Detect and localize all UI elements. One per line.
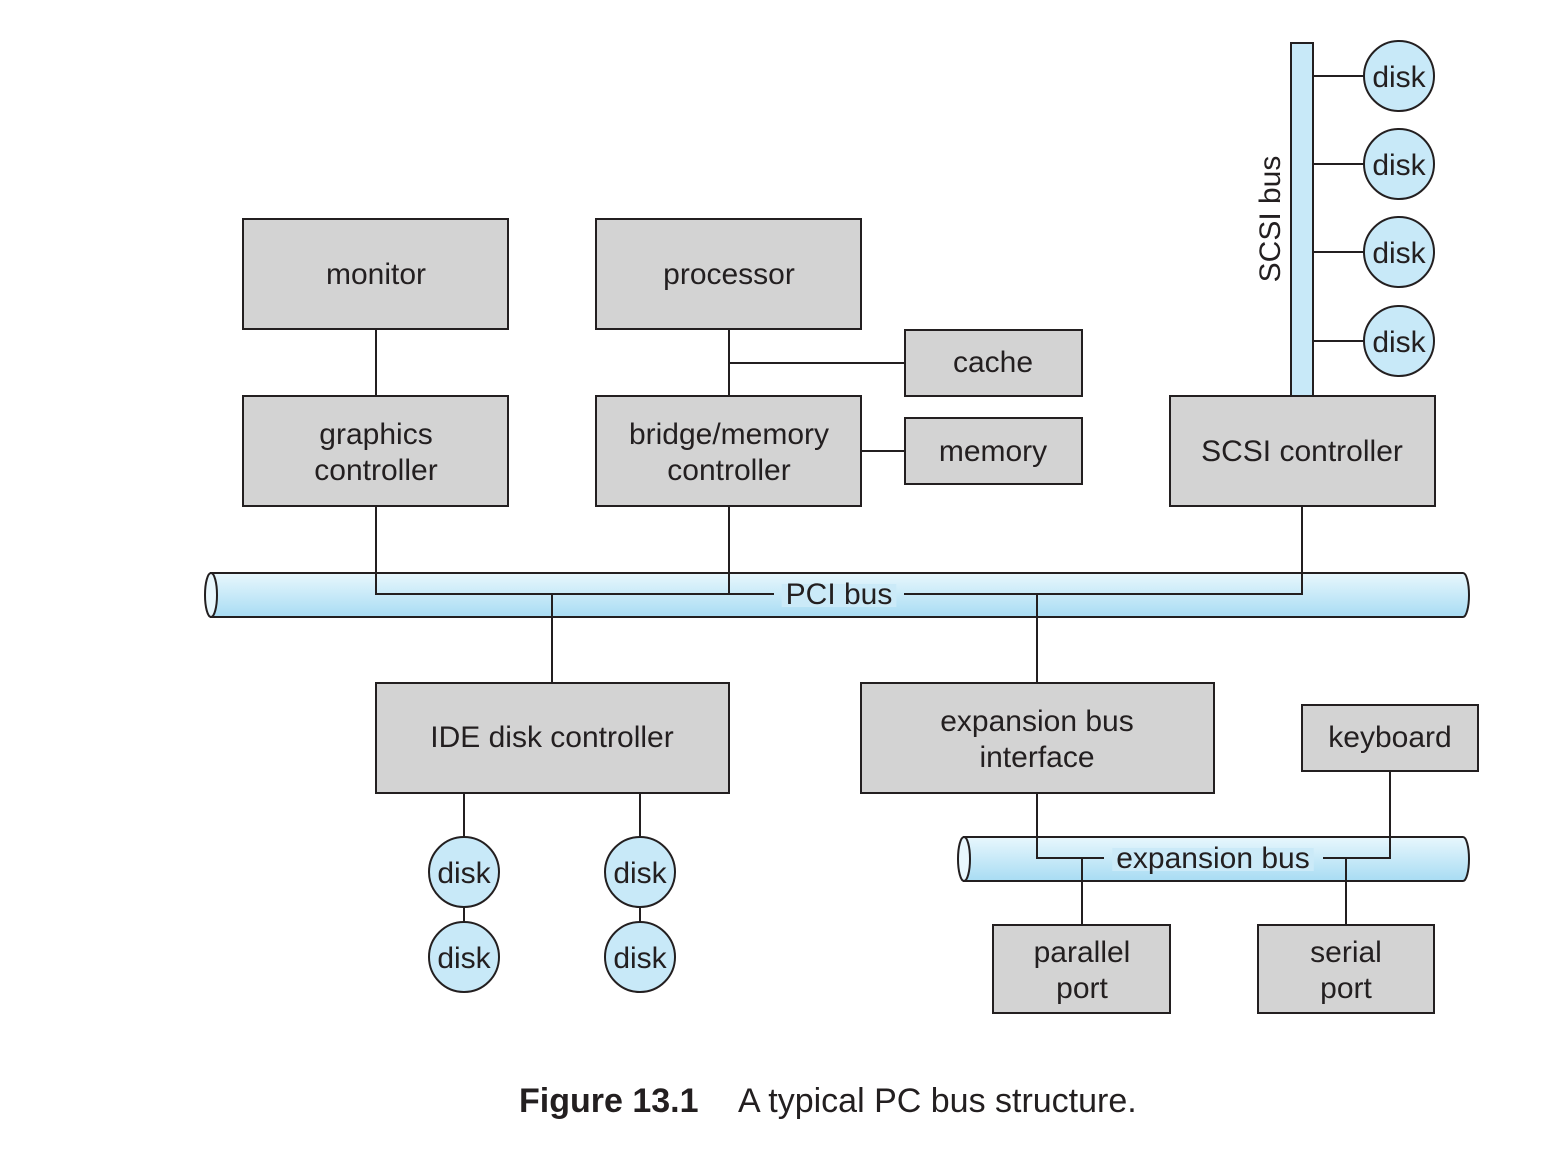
pci-bus-label: PCI bus xyxy=(786,578,893,611)
pci-bus-label-backing xyxy=(781,584,897,607)
serial-port-label-line2: port xyxy=(1320,972,1372,1005)
serial-port-box: serial port xyxy=(1257,924,1435,1014)
scsi-disk: disk xyxy=(1363,128,1435,200)
parallel-port-box: parallel port xyxy=(992,924,1171,1014)
scsi-disk: disk xyxy=(1363,40,1435,112)
scsi-disk: disk xyxy=(1363,216,1435,288)
expansion-bus-interface-box: expansion bus interface xyxy=(860,682,1215,794)
figure-number: Figure 13.1 xyxy=(519,1082,699,1120)
disk-label: disk xyxy=(437,857,491,890)
bridge-memory-controller-box: bridge/memory controller xyxy=(595,395,862,507)
scsi-bus-label: SCSI bus xyxy=(1254,156,1287,283)
disk-label: disk xyxy=(613,942,667,975)
processor-label: processor xyxy=(663,258,795,291)
cache-box: cache xyxy=(904,329,1083,397)
ide-disk-controller-box: IDE disk controller xyxy=(375,682,730,794)
figure-caption: Figure 13.1 A typical PC bus structure. xyxy=(519,1082,1137,1120)
disk-label: disk xyxy=(613,857,667,890)
parallel-port-label-line1: parallel xyxy=(1034,936,1131,969)
keyboard-box: keyboard xyxy=(1301,704,1479,772)
expansion-bus-label-backing xyxy=(1112,848,1314,871)
disk-label: disk xyxy=(1372,61,1426,94)
monitor-label: monitor xyxy=(326,258,426,291)
scsi-controller-label: SCSI controller xyxy=(1201,435,1403,468)
disk-label: disk xyxy=(1372,237,1426,270)
graphics-controller-box: graphics controller xyxy=(242,395,509,507)
ide-disk-controller-label: IDE disk controller xyxy=(430,721,673,754)
serial-port-label-line1: serial xyxy=(1310,936,1382,969)
ide-disk: disk xyxy=(428,921,500,993)
ide-disk: disk xyxy=(604,836,676,908)
disk-label: disk xyxy=(1372,149,1426,182)
connection-wires xyxy=(375,75,1391,925)
bridge-memory-controller-label-line1: bridge/memory xyxy=(629,418,829,451)
graphics-controller-label-line1: graphics xyxy=(319,418,432,451)
ide-disk: disk xyxy=(428,836,500,908)
disk-label: disk xyxy=(437,942,491,975)
processor-box: processor xyxy=(595,218,862,330)
graphics-controller-label-line2: controller xyxy=(314,454,437,487)
parallel-port-label-line2: port xyxy=(1056,972,1108,1005)
expansion-bus-interface-label-line1: expansion bus xyxy=(940,705,1133,738)
cache-label: cache xyxy=(953,346,1033,379)
ide-disk: disk xyxy=(604,921,676,993)
memory-label: memory xyxy=(939,435,1047,468)
expansion-bus-label: expansion bus xyxy=(1116,842,1309,875)
expansion-bus-interface-label-line2: interface xyxy=(979,741,1094,774)
figure-caption-text: A typical PC bus structure. xyxy=(738,1082,1137,1120)
memory-box: memory xyxy=(904,417,1083,485)
disk-label: disk xyxy=(1372,326,1426,359)
monitor-box: monitor xyxy=(242,218,509,330)
keyboard-label: keyboard xyxy=(1328,721,1451,754)
scsi-disk: disk xyxy=(1363,305,1435,377)
scsi-controller-box: SCSI controller xyxy=(1169,395,1436,507)
bridge-memory-controller-label-line2: controller xyxy=(667,454,790,487)
scsi-bus xyxy=(1290,42,1314,397)
